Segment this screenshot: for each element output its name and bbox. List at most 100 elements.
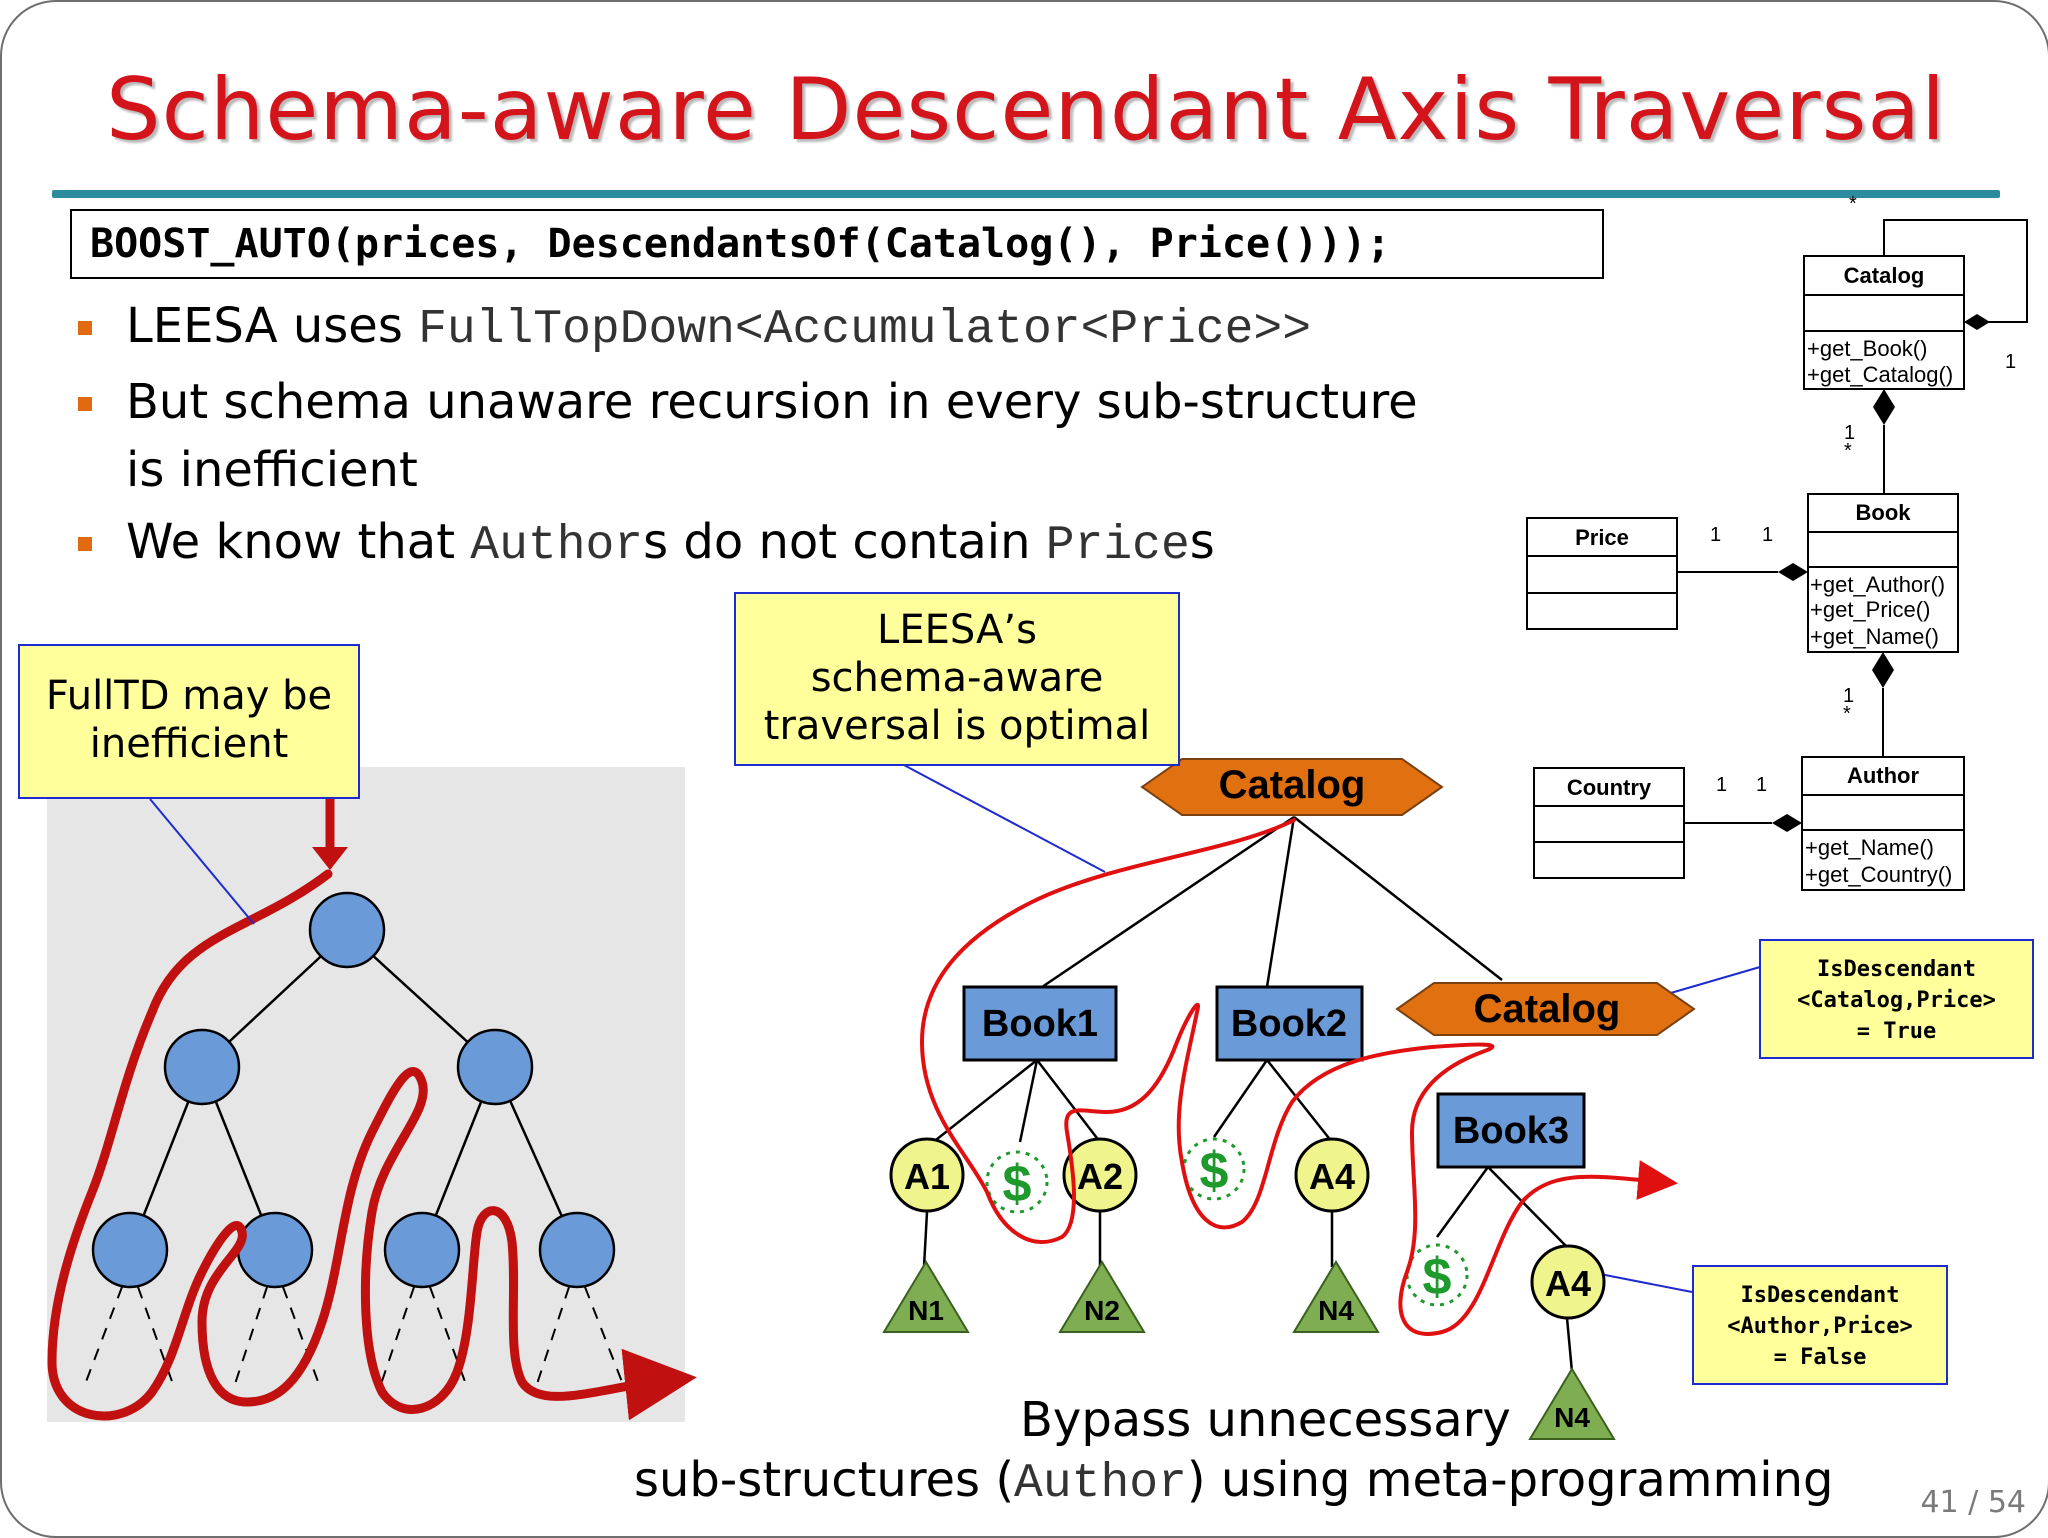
uml-class-catalog: Catalog +get_Book() +get_Catalog()	[1803, 255, 1965, 390]
uml-catalog-book-diamond	[1873, 389, 1895, 425]
tree-author-a4-first-label: A4	[1309, 1156, 1355, 1197]
fulltd-dashed-edges	[83, 1286, 625, 1388]
leesa-callout-pointer	[901, 763, 1106, 873]
uml-class-book: Book +get_Author() +get_Price() +get_Nam…	[1807, 493, 1959, 653]
fulltd-traversal-path	[47, 869, 697, 1421]
fulltd-node-l	[163, 1028, 241, 1106]
tree-name-n1: N1	[882, 1260, 970, 1333]
uml-catalog-self-star: *	[1849, 193, 1857, 215]
tree-name-n4-first-label: N4	[1318, 1295, 1354, 1326]
isdesc-true-pointer	[1656, 966, 1761, 998]
uml-catalog-self-link	[1883, 219, 2028, 323]
isdesc-false-pointer	[1599, 1273, 1693, 1293]
tree-author-a4-second: A4	[1530, 1244, 1606, 1320]
uml-book-method-1: +get_Author()	[1810, 572, 1945, 597]
callout-leesa-line1: LEESA’s	[877, 607, 1037, 653]
uml-catalog-method-1: +get_Book()	[1807, 336, 1927, 361]
fulltd-callout-pointer	[149, 798, 255, 925]
page-number: 41 / 54	[1920, 1485, 2026, 1520]
fulltd-nodes	[91, 891, 616, 1289]
fulltd-node-rr	[538, 1211, 616, 1289]
callout-fulltd-line2: inefficient	[89, 721, 289, 767]
uml-book-author-diamond	[1872, 652, 1894, 688]
uml-author-method-1: +get_Name()	[1805, 835, 1934, 860]
tree-name-n4-second-label: N4	[1554, 1402, 1590, 1433]
bottom-line-1: Bypass unnecessary	[1020, 1392, 1511, 1448]
uml-author-method-2: +get_Country()	[1805, 862, 1952, 887]
tree-sub-catalog: Catalog	[1395, 982, 1696, 1036]
uml-author-country-diamond	[1772, 814, 1802, 832]
uml-book-method-3: +get_Name()	[1810, 624, 1939, 649]
bullet-3-text-a: We know that	[126, 514, 471, 570]
tree-author-a2-label: A2	[1077, 1156, 1123, 1197]
tree-name-n1-label: N1	[908, 1295, 944, 1326]
slide-title: Schema-aware Descendant Axis Traversal	[105, 60, 1946, 160]
tree-author-a4-second-label: A4	[1545, 1263, 1591, 1304]
tree-book-3: Book3	[1436, 1092, 1586, 1169]
bottom-line-2: sub-structures (Author) using meta-progr…	[634, 1452, 1834, 1511]
uml-country-name: Country	[1567, 775, 1652, 800]
bullet-2: But schema unaware recursion in every su…	[72, 368, 1492, 504]
uml-book-method-2: +get_Price()	[1810, 597, 1930, 622]
fulltd-node-lr	[236, 1211, 314, 1289]
callout-leesa-line3: traversal is optimal	[763, 703, 1151, 749]
uml-price-name: Price	[1575, 525, 1629, 550]
tree-book-1-label: Book1	[982, 1003, 1098, 1045]
schema-tree: Catalog Catalog Book1 Book2 Book3	[882, 758, 1696, 1440]
bottom-line-2-code: Author	[1014, 1457, 1187, 1511]
uml-book-price-one-b: 1	[1762, 524, 1773, 546]
callout-isdesc-true-line2: <Catalog,Price>	[1797, 988, 1996, 1013]
bullet-1: LEESA uses FullTopDown<Accumulator<Price…	[72, 292, 1492, 364]
uml-class-country: Country	[1533, 767, 1685, 879]
tree-name-n2-label: N2	[1084, 1295, 1120, 1326]
callout-isdesc-false: IsDescendant <Author,Price> = False	[1692, 1265, 1948, 1385]
callout-fulltd: FullTD may be inefficient	[18, 644, 360, 799]
bullet-1-code: FullTopDown<Accumulator<Price>>	[418, 303, 1312, 357]
tree-price-3: $	[1405, 1243, 1469, 1307]
fulltd-node-r	[456, 1028, 534, 1106]
tree-book-2-label: Book2	[1231, 1003, 1347, 1045]
tree-sub-catalog-label: Catalog	[1474, 987, 1621, 1031]
title-rule	[52, 190, 2000, 198]
callout-isdesc-false-line3: = False	[1773, 1345, 1867, 1370]
tree-root-catalog: Catalog	[1140, 758, 1444, 816]
uml-catalog-book-one: 1	[1844, 422, 1855, 444]
fulltd-panel	[47, 767, 697, 1422]
uml-book-price-diamond	[1778, 563, 1808, 581]
tree-author-a1: A1	[889, 1137, 965, 1213]
code-box: BOOST_AUTO(prices, DescendantsOf(Catalog…	[70, 209, 1604, 279]
tree-name-n4-first: N4	[1292, 1260, 1380, 1333]
tree-price-3-symbol: $	[1423, 1248, 1452, 1306]
bullet-3-text-c: s	[1189, 514, 1215, 570]
uml-catalog-book-star: *	[1844, 440, 1852, 462]
uml-book-author-star: *	[1843, 703, 1851, 725]
tree-price-2-symbol: $	[1200, 1142, 1229, 1200]
uml-catalog-self-diamond	[1964, 314, 1990, 330]
schema-traversal-path	[919, 818, 1678, 1336]
uml-book-author-one: 1	[1843, 685, 1854, 707]
tree-name-n4-second: N4	[1528, 1367, 1616, 1440]
callout-leesa: LEESA’s schema-aware traversal is optima…	[734, 592, 1180, 766]
tree-author-a2: A2	[1062, 1137, 1138, 1213]
tree-author-a1-label: A1	[904, 1156, 950, 1197]
tree-author-a4-first: A4	[1294, 1137, 1370, 1213]
tree-book-3-label: Book3	[1453, 1110, 1569, 1152]
fulltd-node-rl	[383, 1211, 461, 1289]
uml-class-author: Author +get_Name() +get_Country()	[1801, 756, 1965, 891]
bullet-3-code-price: Price	[1045, 519, 1190, 573]
uml-author-country-one-a: 1	[1716, 774, 1727, 796]
uml-catalog-method-2: +get_Catalog()	[1807, 362, 1953, 387]
fulltd-node-ll	[91, 1211, 169, 1289]
fulltd-entry-arrowhead	[312, 847, 348, 870]
tree-book-2: Book2	[1215, 985, 1364, 1062]
bullet-3: We know that Authors do not contain Pric…	[72, 508, 1492, 580]
tree-root-catalog-label: Catalog	[1219, 763, 1366, 807]
callout-isdesc-false-line1: IsDescendant	[1740, 1283, 1900, 1308]
uml-author-name: Author	[1847, 763, 1920, 788]
bullet-2-line1: But schema unaware recursion in every su…	[126, 374, 1418, 430]
callout-isdesc-true-line1: IsDescendant	[1817, 957, 1976, 982]
bullet-1-text: LEESA uses	[126, 298, 419, 354]
uml-book-name: Book	[1856, 500, 1912, 525]
